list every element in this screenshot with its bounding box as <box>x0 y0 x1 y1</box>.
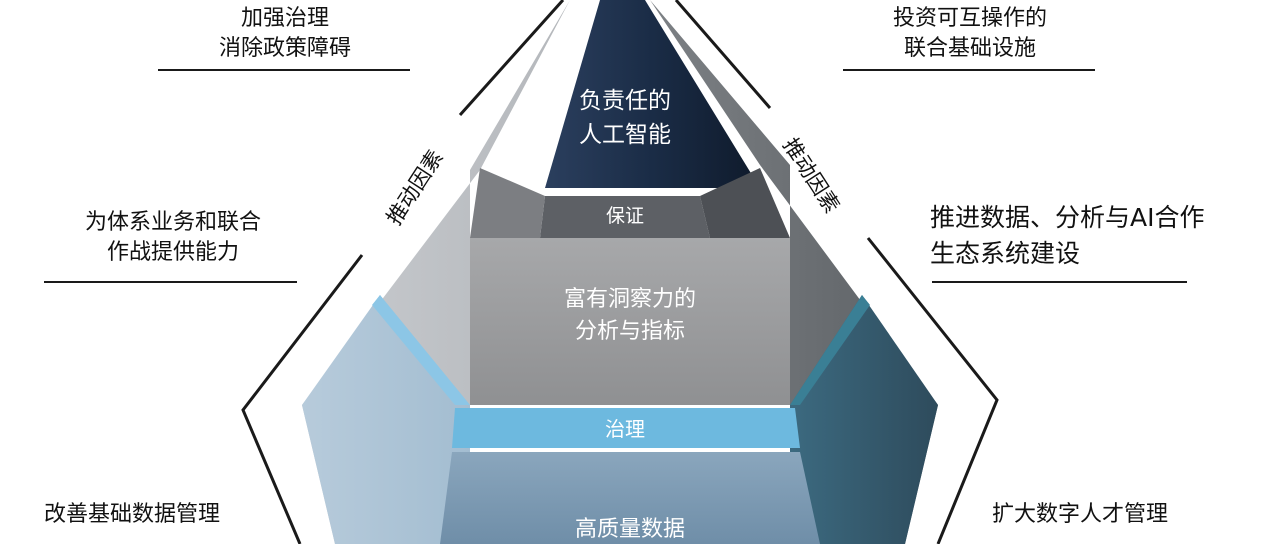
outline-right-upper <box>674 0 772 109</box>
base-label: 高质量数据 <box>574 517 685 542</box>
rule-top-right <box>843 69 1095 71</box>
annotation-mid-right: 推进数据、分析与AI合作 生态系统建设 <box>930 200 1204 272</box>
annotation-mid-left: 为体系业务和联合 作战提供能力 <box>48 208 298 268</box>
right-face-highlight <box>790 295 870 405</box>
annotation-top-right: 投资可互操作的 联合基础设施 <box>850 4 1090 64</box>
middle-label-line2: 分析与指标 <box>574 319 685 344</box>
rule-mid-right <box>932 281 1187 283</box>
annotation-bottom-left: 改善基础数据管理 <box>44 502 221 527</box>
rule-mid-left <box>44 281 297 283</box>
apex-label: 负责任的 人工智能 <box>545 84 705 152</box>
middle-label-line1: 富有洞察力的 <box>563 287 696 312</box>
annotation-mid-right-line1: 推进数据、分析与AI合作 <box>930 203 1205 232</box>
annotation-mid-left-line1: 为体系业务和联合 <box>84 210 261 235</box>
middle-layer <box>470 238 790 405</box>
annotation-top-left-line1: 加强治理 <box>240 6 329 31</box>
band-top-left <box>470 168 545 238</box>
outline-left-lower <box>241 254 364 544</box>
band-top-label: 保证 <box>605 205 644 227</box>
band-top-right <box>700 168 790 238</box>
apex-label-line1: 负责任的 <box>579 88 671 114</box>
annotation-top-right-line2: 联合基础设施 <box>903 36 1036 61</box>
annotation-top-right-line1: 投资可互操作的 <box>892 6 1047 31</box>
annotation-mid-left-line2: 作战提供能力 <box>106 240 239 265</box>
band-mid-label: 治理 <box>605 417 645 441</box>
annotation-top-left-line2: 消除政策障碍 <box>218 36 351 61</box>
outline-left-upper <box>458 0 565 117</box>
rule-top-left <box>158 69 410 71</box>
annotation-top-left: 加强治理 消除政策障碍 <box>170 4 400 64</box>
annotation-mid-right-line2: 生态系统建设 <box>930 239 1081 268</box>
middle-label: 富有洞察力的 分析与指标 <box>520 284 740 348</box>
outline-right-lower <box>866 237 999 544</box>
base-layer <box>440 452 820 544</box>
annotation-bottom-right: 扩大数字人才管理 <box>992 502 1169 527</box>
apex-label-line2: 人工智能 <box>579 122 671 148</box>
band-mid-layer <box>452 408 800 448</box>
apex-layer <box>545 0 760 188</box>
band-top-layer <box>540 196 710 238</box>
left-face-highlight <box>372 295 470 405</box>
